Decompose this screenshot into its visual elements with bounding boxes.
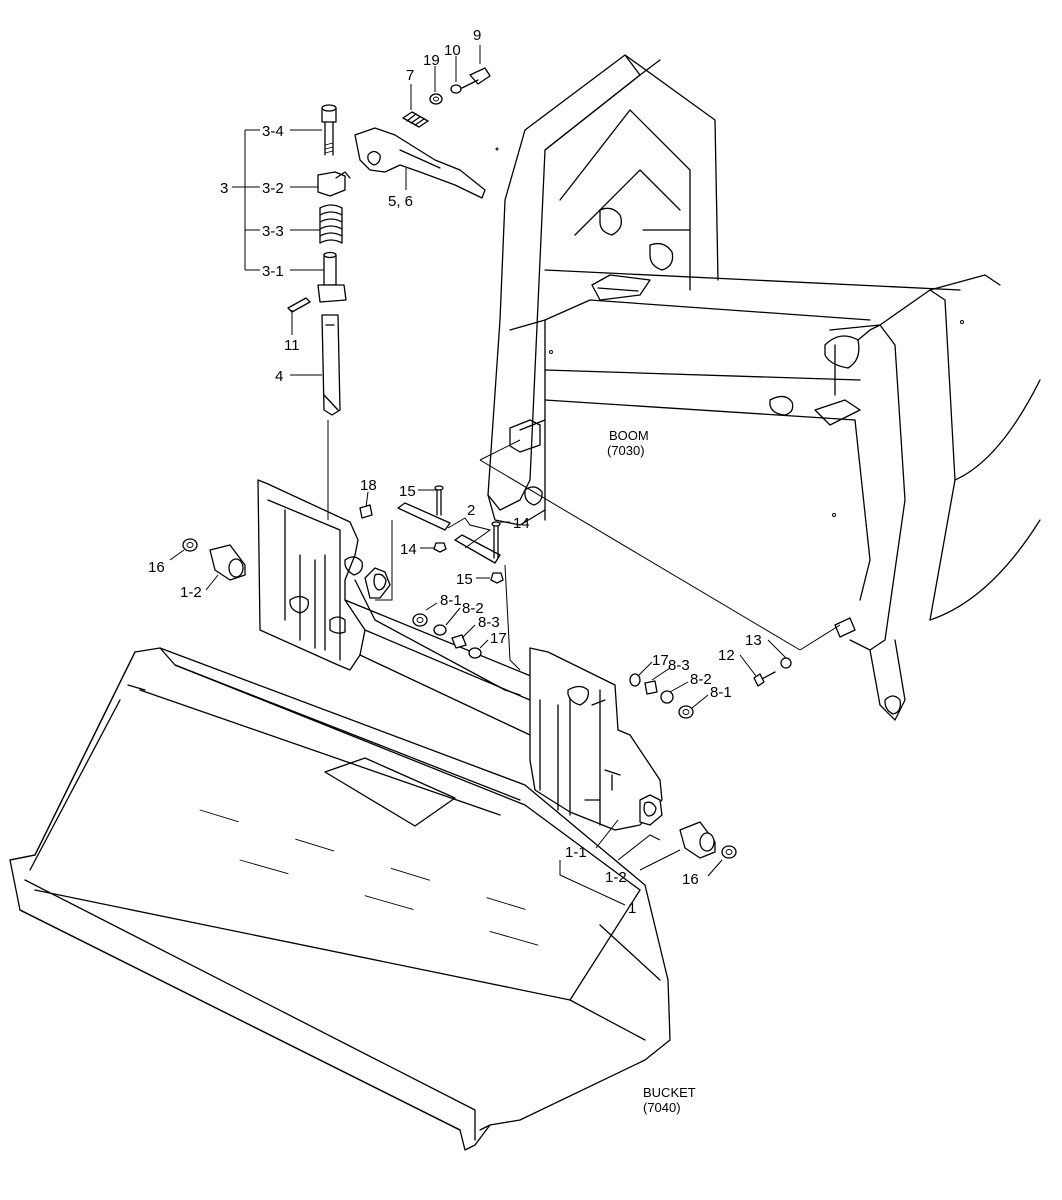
callout-16-left: 16 bbox=[148, 559, 165, 576]
callout-2: 2 bbox=[467, 502, 475, 519]
callout-17-left: 17 bbox=[490, 630, 507, 647]
callout-1-1: 1-1 bbox=[565, 844, 587, 861]
callout-14-right: 14 bbox=[513, 515, 530, 532]
callout-15-lower: 15 bbox=[456, 571, 473, 588]
callout-11: 11 bbox=[284, 337, 300, 354]
callout-8-1-left: 8-1 bbox=[440, 592, 462, 609]
boom-label: BOOM bbox=[609, 428, 649, 443]
callout-8-2-left: 8-2 bbox=[462, 600, 484, 617]
callout-labels: 9 10 19 7 3-4 3 3-2 5, 6 3-3 3-1 11 4 18… bbox=[148, 27, 762, 917]
callout-1-2-left: 1-2 bbox=[180, 584, 202, 601]
callout-13: 13 bbox=[745, 632, 762, 649]
callout-8-3-left: 8-3 bbox=[478, 614, 500, 631]
callout-7: 7 bbox=[406, 67, 414, 84]
callout-8-2-right: 8-2 bbox=[690, 671, 712, 688]
callout-15-upper: 15 bbox=[399, 483, 416, 500]
assembly-labels: BOOM (7030) BUCKET (7040) bbox=[607, 428, 696, 1115]
callout-1-2-right: 1-2 bbox=[605, 869, 627, 886]
boom-code: (7030) bbox=[607, 443, 645, 458]
callout-16-right: 16 bbox=[682, 871, 699, 888]
callout-4: 4 bbox=[275, 368, 283, 385]
callout-8-1-right: 8-1 bbox=[710, 684, 732, 701]
callout-1: 1 bbox=[628, 900, 636, 917]
bucket-label: BUCKET bbox=[643, 1085, 696, 1100]
coupler-assembly bbox=[257, 479, 663, 831]
callout-3-3: 3-3 bbox=[262, 223, 284, 240]
lock-parts bbox=[182, 67, 792, 859]
bucket-code: (7040) bbox=[643, 1100, 681, 1115]
alignment-lines bbox=[327, 420, 841, 671]
callout-9: 9 bbox=[473, 27, 481, 44]
callout-3: 3 bbox=[220, 180, 228, 197]
callout-19: 19 bbox=[423, 52, 440, 69]
callout-5-6: 5, 6 bbox=[388, 193, 413, 210]
callout-10: 10 bbox=[444, 42, 461, 59]
callout-3-4: 3-4 bbox=[262, 123, 284, 140]
leader-lines bbox=[169, 45, 787, 906]
callout-8-3-right: 8-3 bbox=[668, 657, 690, 674]
callout-3-2: 3-2 bbox=[262, 180, 284, 197]
callout-3-1: 3-1 bbox=[262, 263, 284, 280]
callout-12: 12 bbox=[718, 647, 735, 664]
bucket-assembly bbox=[9, 647, 671, 1151]
callout-18: 18 bbox=[360, 477, 377, 494]
callout-17-right: 17 bbox=[652, 652, 669, 669]
boom-assembly bbox=[487, 54, 1041, 721]
callout-14-left: 14 bbox=[400, 541, 417, 558]
